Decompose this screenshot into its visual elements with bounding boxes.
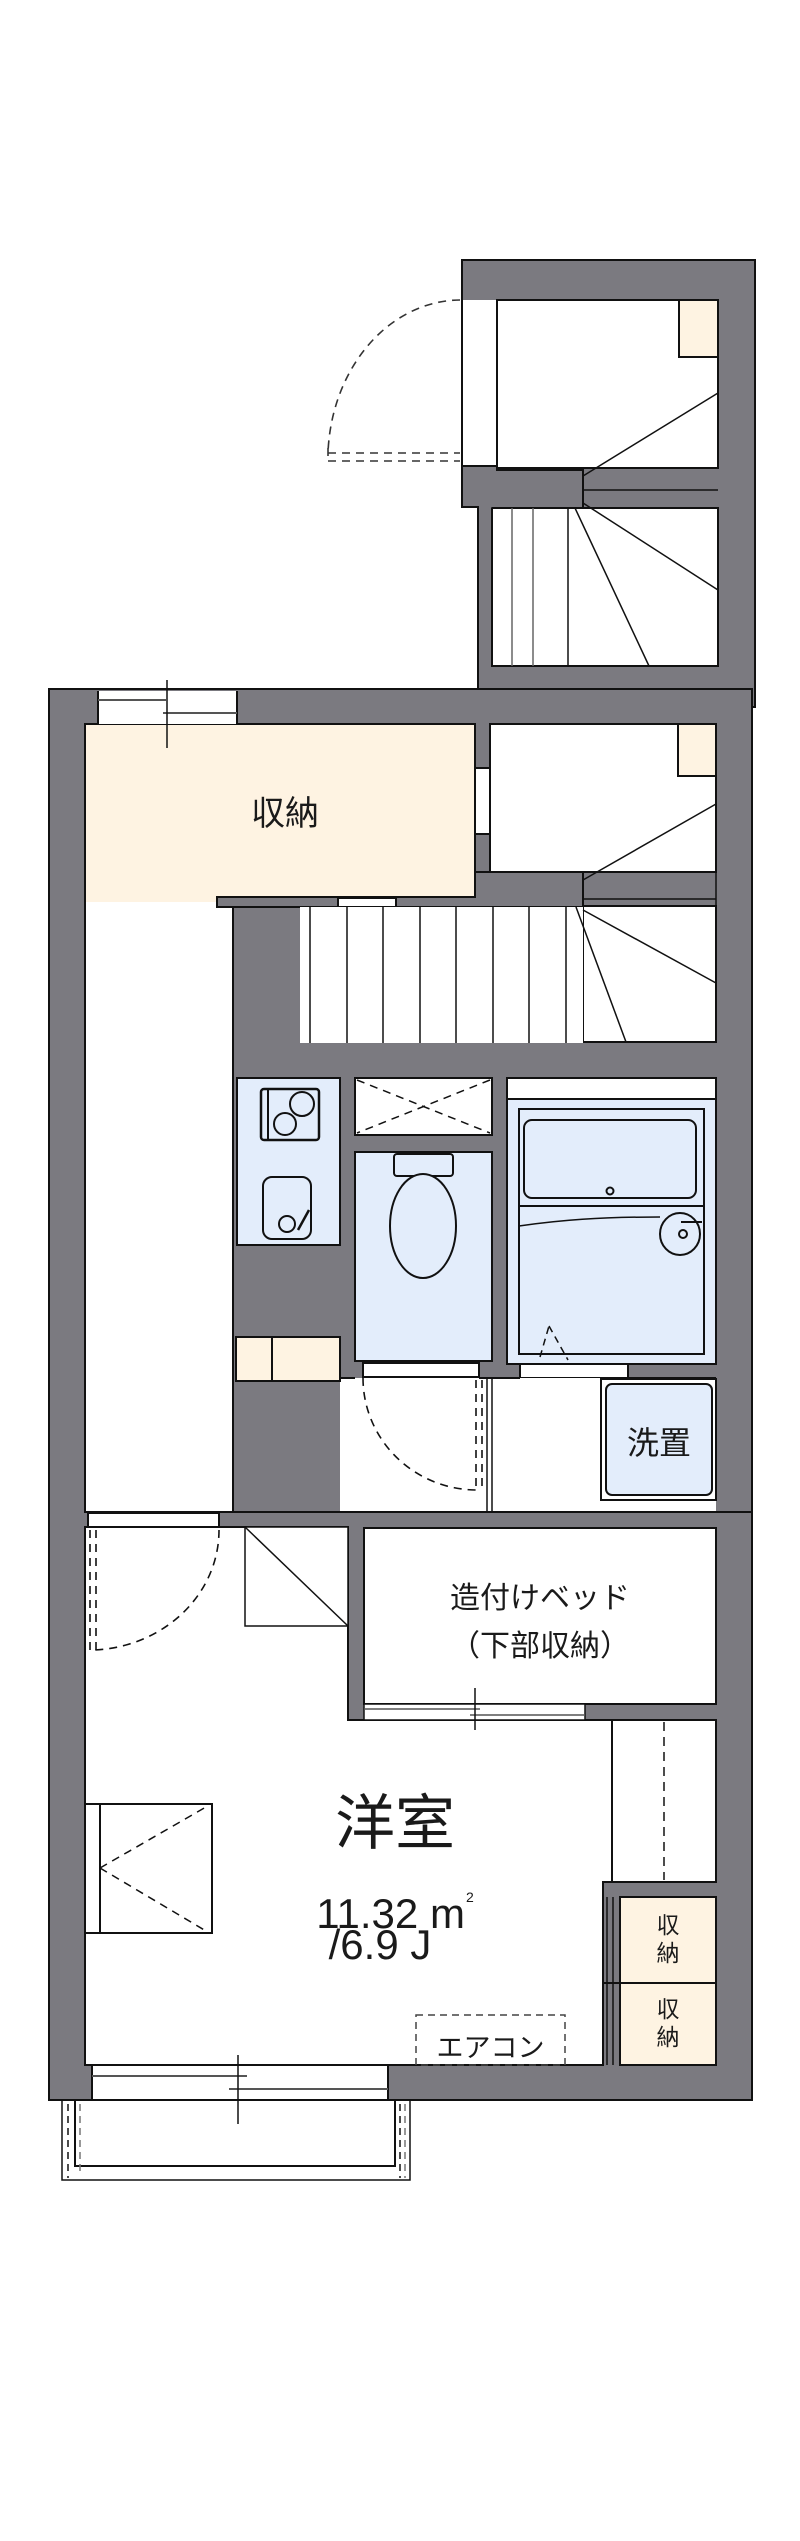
small-storage-2-label-bottom: 納 <box>656 2025 680 2051</box>
small-storage-1-label-bottom: 納 <box>656 1941 680 1967</box>
balcony <box>61 2100 411 2181</box>
upper-storage-nook <box>678 299 719 358</box>
bed-sliding-door <box>363 1688 586 1730</box>
sink-icon <box>262 1176 312 1240</box>
bath-door-swing <box>539 1325 569 1361</box>
toilet-door-swing <box>362 1377 483 1492</box>
built-in-bed-label: 造付けベッド （下部収納） <box>364 1575 716 1671</box>
shoe-cabinet <box>235 1336 341 1382</box>
room-jo-size: /6.9 J <box>328 1921 432 1968</box>
desk <box>84 1803 213 1934</box>
small-storage-2-label-top: 収 <box>656 1997 680 2023</box>
washer-space-label: 洗置 <box>626 1424 691 1462</box>
aircon-label: エアコン <box>436 2033 545 2064</box>
storage-label: 収納 <box>251 794 319 834</box>
bathtub-icon <box>523 1119 697 1199</box>
toilet-icon <box>389 1173 457 1279</box>
washer-space <box>600 1378 717 1501</box>
area-value: 11.32 <box>316 1890 419 1937</box>
aircon-box <box>415 2014 566 2066</box>
bed-label-line1: 造付けベッド <box>450 1581 630 1616</box>
bottom-window <box>85 2055 389 2124</box>
area-unit: m <box>429 1890 465 1937</box>
room-area: 11.32 m2 <box>270 1874 520 1937</box>
small-storage-1-label: 収 納 <box>620 1912 716 1968</box>
small-storage-1-label-top: 収 <box>656 1913 680 1939</box>
western-room-label: 洋室 <box>335 1789 455 1859</box>
storage-stair-partition <box>216 871 584 908</box>
kitchen-counter <box>236 1077 341 1246</box>
upper-stair-block <box>327 259 756 708</box>
stair-storage-nook <box>677 723 717 777</box>
small-storage-2-label: 収 納 <box>620 1996 716 2052</box>
toilet-storage-x <box>356 1079 491 1134</box>
small-storage-1 <box>619 1896 717 1984</box>
bed-label-line2: （下部収納） <box>450 1629 630 1664</box>
entry-door-swing <box>327 299 461 462</box>
small-storage-2 <box>619 1982 717 2066</box>
area-unit-superscript: 2 <box>465 1889 474 1905</box>
bedroom-door-swing <box>89 1529 220 1651</box>
upper-stair-treads <box>511 392 719 667</box>
top-window <box>97 680 238 748</box>
closet-diagonal <box>244 1526 349 1627</box>
stair-treads <box>309 724 717 1043</box>
